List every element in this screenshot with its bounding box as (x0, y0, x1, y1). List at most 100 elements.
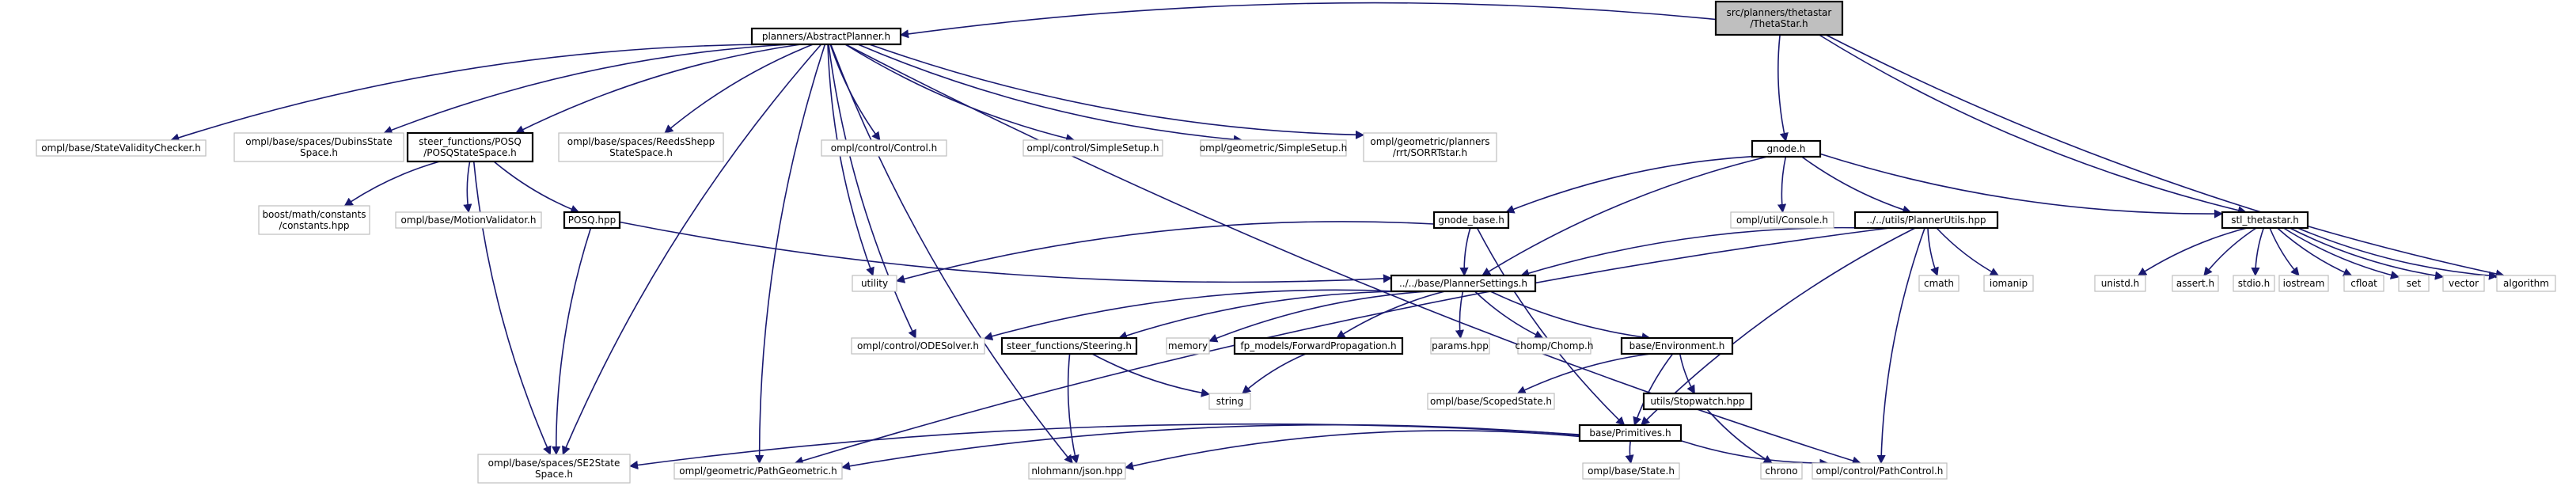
node-control-simple-setup: ompl/control/SimpleSetup.h (1022, 139, 1163, 157)
node-stopwatch[interactable]: utils/Stopwatch.hpp (1642, 392, 1753, 411)
node-stl-thetastar[interactable]: stl_thetastar.h (2221, 211, 2309, 230)
edge-posq-state-space-to-se2-state-space (472, 161, 552, 456)
node-utility: utility (852, 275, 897, 292)
node-label: assert.h (2176, 278, 2214, 289)
edge-stl-thetastar-to-assert (2203, 227, 2257, 276)
node-forward-propagation[interactable]: fp_models/ForwardPropagation.h (1233, 336, 1404, 355)
edge-planner-settings-to-params (1455, 291, 1464, 340)
node-label: iomanip (1990, 278, 2028, 289)
node-gnode[interactable]: gnode.h (1751, 139, 1822, 158)
node-path-control: ompl/control/PathControl.h (1812, 462, 1948, 480)
node-control: ompl/control/Control.h (821, 139, 947, 157)
node-box (2343, 275, 2384, 292)
edge-abstract-planner-to-sorrt-star (869, 44, 1365, 139)
node-memory: memory (1166, 337, 1210, 355)
node-label: utility (861, 278, 888, 289)
node-box (36, 139, 207, 157)
node-boost-constants: boost/math/constants/constants.hpp (258, 205, 370, 235)
node-stdio: stdio.h (2233, 275, 2275, 292)
node-planner-settings[interactable]: ../../base/PlannerSettings.h (1390, 274, 1537, 293)
edge-stopwatch-to-chrono (1706, 408, 1773, 464)
node-label: boost/math/constants (262, 209, 366, 220)
edge-gnode-base-to-planner-settings (1459, 227, 1471, 277)
edge-planner-settings-to-steering (1117, 291, 1414, 340)
node-box (1022, 139, 1163, 157)
edge-environment-to-stopwatch (1679, 353, 1695, 394)
node-posq[interactable]: POSQ.hpp (563, 211, 621, 230)
node-box (750, 27, 902, 46)
node-box (1028, 462, 1126, 480)
node-console: ompl/util/Console.h (1730, 211, 1834, 229)
node-box (1233, 336, 1404, 355)
node-box (1730, 211, 1834, 229)
edge-abstract-planner-to-ode-solver (828, 44, 916, 340)
node-steering[interactable]: steer_functions/Steering.h (1000, 336, 1138, 355)
edge-abstract-planner-to-utility (827, 44, 874, 277)
node-box (1620, 336, 1734, 355)
node-algorithm: algorithm (2496, 275, 2556, 292)
node-box (851, 337, 985, 355)
node-posq-state-space[interactable]: steer_functions/POSQ/POSQStateSpace.h (406, 131, 534, 163)
node-box (1427, 393, 1555, 410)
edge-planner-settings-to-ode-solver (983, 289, 1394, 341)
node-planner-utils[interactable]: ../../utils/PlannerUtils.hpp (1853, 211, 1999, 230)
node-ode-solver: ompl/control/ODESolver.h (851, 337, 985, 355)
node-box (1208, 393, 1251, 410)
node-params: params.hpp (1430, 337, 1490, 355)
node-box (2442, 275, 2485, 292)
edge-planner-settings-to-chomp (1474, 291, 1544, 339)
node-box (258, 205, 370, 235)
node-label: chrono (1765, 465, 1797, 477)
edge-abstract-planner-to-control-simple-setup (844, 44, 1076, 143)
node-environment[interactable]: base/Environment.h (1620, 336, 1734, 355)
node-box (1000, 336, 1138, 355)
edge-gnode-to-planner-settings (1481, 156, 1768, 276)
edge-planner-utils-to-path-control (1876, 227, 1925, 465)
node-unistd: unistd.h (2094, 275, 2146, 292)
node-string: string (1208, 393, 1251, 410)
node-box (2398, 275, 2430, 292)
node-label: steer_functions/Steering.h (1007, 340, 1132, 351)
edge-stl-thetastar-to-unistd (2137, 227, 2248, 276)
node-label: ompl/base/ScopedState.h (1430, 396, 1552, 407)
node-box (1918, 275, 1960, 292)
node-gnode-base[interactable]: gnode_base.h (1432, 211, 1510, 230)
node-primitives[interactable]: base/Primitives.h (1578, 424, 1683, 443)
node-box (406, 131, 534, 163)
edge-planner-settings-to-forward-propagation (1336, 291, 1445, 339)
edge-stl-thetastar-to-vector (2290, 227, 2445, 280)
node-label: ompl/control/Control.h (831, 142, 937, 154)
node-box (558, 132, 724, 162)
node-abstract-planner[interactable]: planners/AbstractPlanner.h (750, 27, 902, 46)
node-box (1642, 392, 1753, 411)
node-label: ompl/base/State.h (1588, 465, 1675, 477)
edge-abstract-planner-to-state-validity-checker (170, 44, 776, 142)
node-label: Space.h (535, 469, 573, 480)
node-label: cfloat (2350, 278, 2377, 289)
edge-gnode-to-planner-utils (1801, 156, 1912, 215)
node-label: ../../base/PlannerSettings.h (1399, 278, 1527, 289)
node-box (1582, 462, 1680, 480)
edge-stl-thetastar-to-algorithm (2297, 227, 2498, 280)
node-label: planners/AbstractPlanner.h (762, 31, 890, 42)
node-json: nlohmann/json.hpp (1028, 462, 1126, 480)
node-root[interactable]: src/planners/thetastar/ThetaStar.h (1714, 0, 1844, 36)
edge-gnode-to-stl-thetastar (1819, 153, 2224, 218)
node-label: ompl/geometric/planners (1370, 136, 1489, 147)
edge-root-to-stl-thetastar (1819, 34, 2247, 215)
node-label: POSQ.hpp (568, 215, 616, 226)
edge-gnode-base-to-utility (895, 221, 1435, 283)
node-cfloat: cfloat (2343, 275, 2384, 292)
node-motion-validator: ompl/base/MotionValidator.h (395, 211, 542, 229)
edge-primitives-to-path-control (1680, 440, 1829, 468)
node-label: ompl/control/PathControl.h (1816, 465, 1944, 477)
node-label: gnode.h (1767, 143, 1806, 154)
node-geometric-simple-setup: ompl/geometric/SimpleSetup.h (1200, 139, 1347, 157)
edge-steering-to-json (1067, 353, 1079, 465)
node-label: src/planners/thetastar (1727, 7, 1832, 18)
edge-root-to-abstract-planner (899, 2, 1717, 39)
node-chrono: chrono (1760, 462, 1803, 480)
